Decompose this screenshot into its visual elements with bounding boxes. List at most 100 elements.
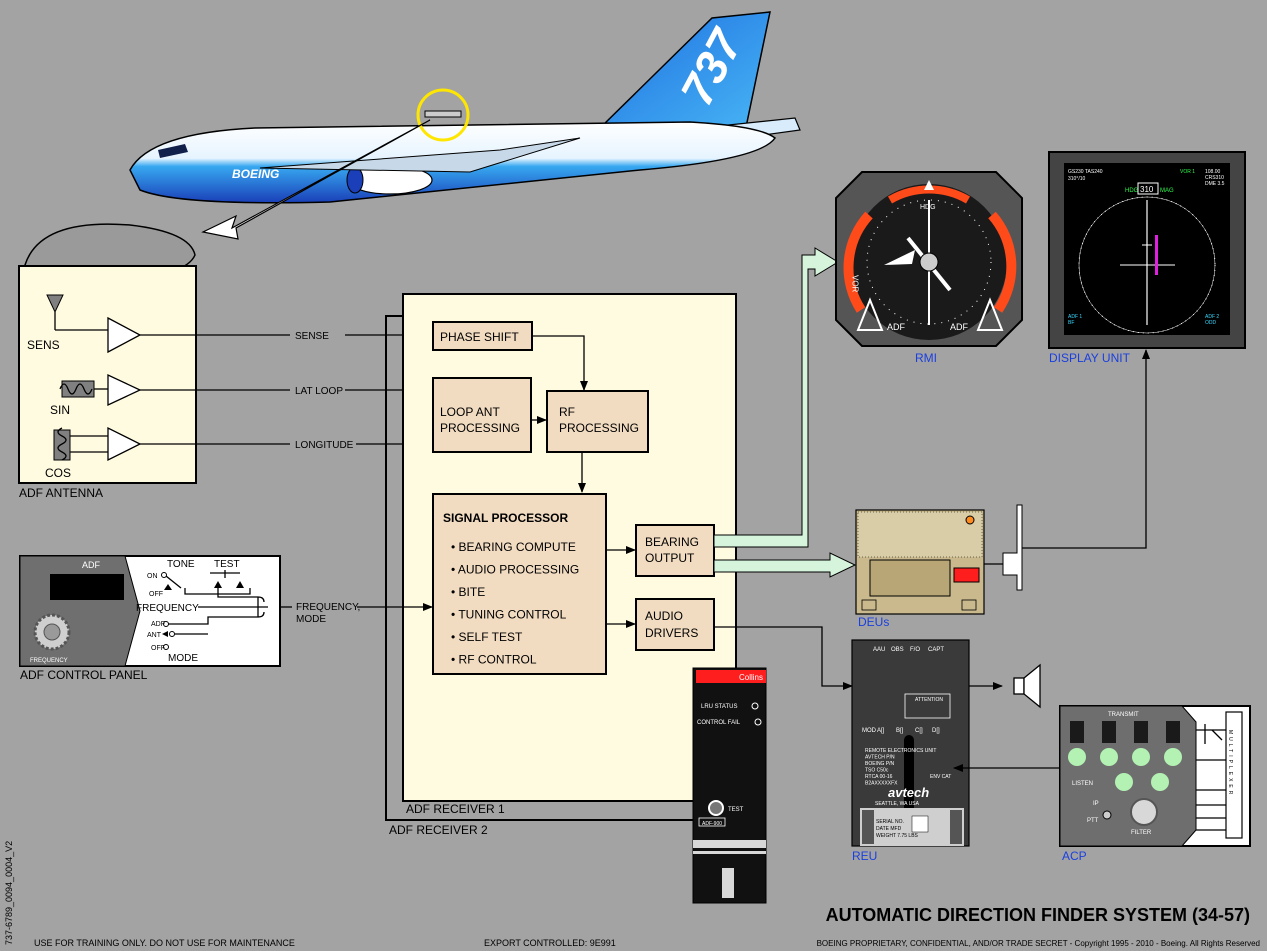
cp-test: TEST <box>214 559 240 570</box>
lru-model: ADF-900 <box>702 821 722 827</box>
antenna-pointer-arrow <box>201 119 431 240</box>
cp-adf-label: ADF <box>82 560 101 570</box>
sens-label: SENS <box>27 338 60 352</box>
cp-knob-label: FREQUENCY <box>30 658 68 664</box>
acp-ptt: PTT <box>1087 818 1099 824</box>
reu-slot: B[] <box>896 728 904 734</box>
reu-info-line: REMOTE ELECTRONICS UNIT <box>865 748 936 754</box>
rmi-adf-left: ADF <box>887 322 906 332</box>
signal-processor-box <box>432 493 607 675</box>
reu-header: F/O <box>910 647 920 653</box>
adf-antenna-label: ADF ANTENNA <box>19 486 103 500</box>
signal-processor-item: • SELF TEST <box>451 630 523 644</box>
bearing-bus-to-deu <box>713 552 857 578</box>
signal-processor-items: • BEARING COMPUTE• AUDIO PROCESSING• BIT… <box>451 540 579 667</box>
acp-unit: TRANSMIT LISTEN IP PTT FILTER MULTIPLEXE… <box>1059 705 1251 847</box>
acp-listen: LISTEN <box>1072 781 1093 787</box>
rf-label-1: RF <box>559 405 575 419</box>
reu-mod: MOD <box>862 728 877 734</box>
du-dme-3: DME 3.5 <box>1205 181 1225 187</box>
rf-processing-box <box>546 390 649 453</box>
bearing-bus-to-rmi <box>713 247 839 548</box>
lru-status: LRU STATUS <box>701 704 737 710</box>
du-adf1-val: BF <box>1068 320 1074 326</box>
lru-test-button[interactable] <box>708 800 724 816</box>
bearing-label-1: BEARING <box>645 535 699 549</box>
cp-tone: TONE <box>167 559 195 570</box>
du-adf2: ADF 2 <box>1205 314 1219 320</box>
control-panel-schematic: TONE TEST ON OFF FREQUENCY ADF ANT OFF M… <box>136 559 268 664</box>
signal-freq-mode-1: FREQUENCY, <box>296 602 360 613</box>
antenna-location-circle <box>416 88 470 142</box>
aircraft-illustration: 737 BOEING <box>129 11 801 240</box>
acp-multiplexer: MULTIPLEXER <box>1227 730 1233 797</box>
du-adf1: ADF 1 <box>1068 314 1082 320</box>
lru-test: TEST <box>728 807 744 813</box>
reu-info-line: B2AXXXXXFX <box>865 781 898 787</box>
reu-info-line: AVTECH P/N <box>865 755 895 761</box>
signal-lat-loop-label: LAT LOOP <box>295 386 343 397</box>
cp-frequency: FREQUENCY <box>136 603 199 614</box>
phase-shift-box <box>432 321 533 351</box>
signal-processor-item: • TUNING CONTROL <box>451 608 567 622</box>
lru-control-fail: CONTROL FAIL <box>697 720 741 726</box>
cp-adf-pos: ADF <box>151 621 165 628</box>
boeing-livery: BOEING <box>232 167 279 181</box>
reu-info-line: TSO C50c <box>865 768 889 774</box>
sin-loop-icon <box>59 373 142 407</box>
lru-brand: Collins <box>739 673 763 682</box>
footer-right: BOEING PROPRIETARY, CONFIDENTIAL, AND/OR… <box>817 939 1260 948</box>
bearing-output-box <box>635 524 715 577</box>
du-adf2-val: ODD <box>1205 320 1217 326</box>
acp-filter: FILTER <box>1131 830 1152 836</box>
audio-drivers-box <box>635 598 715 651</box>
du-wind: 310°/10 <box>1068 176 1086 182</box>
speaker-icon <box>969 663 1041 709</box>
deu-unit <box>855 509 985 615</box>
reu-header: OBS <box>891 647 904 653</box>
deus-label: DEUs <box>858 615 889 629</box>
du-vor: VOR 1 <box>1180 169 1195 175</box>
du-hdg-val: 310 <box>1140 185 1154 194</box>
rmi-label: RMI <box>915 351 937 365</box>
acp-label: ACP <box>1062 849 1087 863</box>
signal-freq-mode-2: MODE <box>296 614 326 625</box>
reu-header: CAPT <box>928 647 944 653</box>
display-unit-label: DISPLAY UNIT <box>1049 351 1131 365</box>
audio-label-1: AUDIO <box>645 609 683 623</box>
rf-label-2: PROCESSING <box>559 421 639 435</box>
cos-label: COS <box>45 466 71 480</box>
du-dme-2: CRS310 <box>1205 175 1224 181</box>
reu-slot: C[] <box>915 728 923 734</box>
footer-left: USE FOR TRAINING ONLY. DO NOT USE FOR MA… <box>34 938 295 948</box>
reu-serial: SERIAL NO. <box>876 819 904 825</box>
loop-ant-label-1: LOOP ANT <box>440 405 500 419</box>
bearing-label-2: OUTPUT <box>645 551 695 565</box>
rmi-adf-right: ADF <box>950 322 969 332</box>
signal-sense-label: SENSE <box>295 331 329 342</box>
adf-receiver-lru: Collins LRU STATUS CONTROL FAIL TEST ADF… <box>692 667 767 904</box>
sense-antenna-icon <box>46 294 142 354</box>
reu-slot: A[] <box>877 728 885 734</box>
cp-mode: MODE <box>168 653 198 664</box>
adf-receiver-2-label: ADF RECEIVER 2 <box>389 823 488 837</box>
cp-off2: OFF <box>151 645 165 652</box>
signal-processor-item: • BITE <box>451 585 485 599</box>
rmi-instrument: HDG ADF ADF VOR <box>835 171 1023 347</box>
rmi-vor: VOR <box>851 275 860 293</box>
du-gs: GS230 TAS240 <box>1068 169 1103 175</box>
signal-processor-title: SIGNAL PROCESSOR <box>443 511 568 525</box>
reu-header: AAU <box>873 647 885 653</box>
diagram-title: AUTOMATIC DIRECTION FINDER SYSTEM (34-57… <box>826 905 1250 925</box>
reu-label: REU <box>852 849 877 863</box>
frequency-knob-icon[interactable] <box>33 613 71 651</box>
navigation-display-unit: GS230 TAS240 310°/10 VOR 1 108.00 CRS310… <box>1048 151 1246 349</box>
acp-ip: IP <box>1093 801 1099 807</box>
signal-processor-item: • RF CONTROL <box>451 653 537 667</box>
reu-brand: avtech <box>888 785 929 800</box>
reu-weight: WEIGHT 7.75 LBS <box>876 833 919 839</box>
du-hdg: HDG <box>1125 188 1139 194</box>
footer-center: EXPORT CONTROLLED: 9E991 <box>484 938 616 948</box>
